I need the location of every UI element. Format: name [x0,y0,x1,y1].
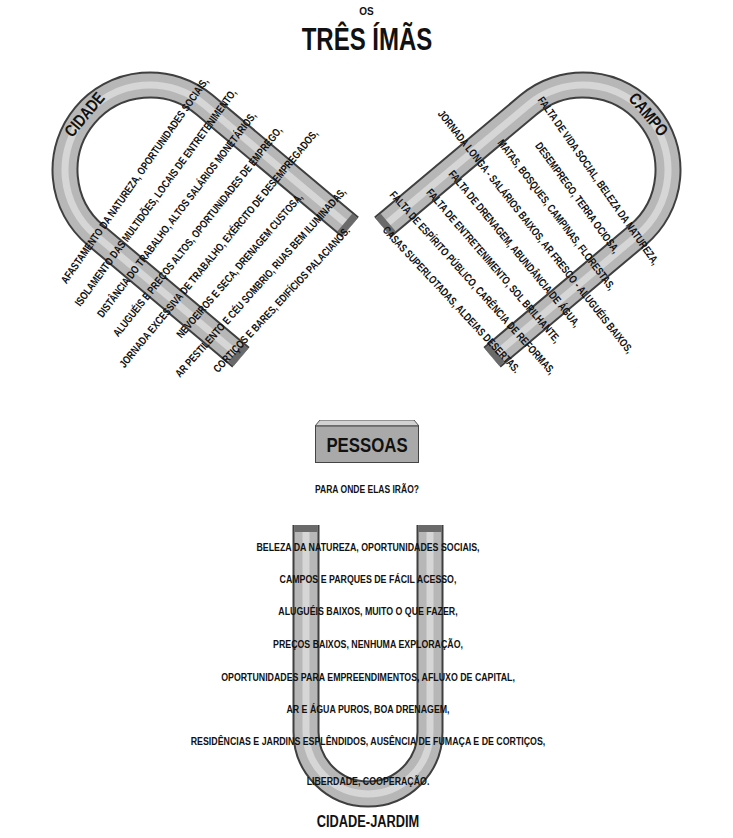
title: TRÊS ÍMÃS [301,23,432,57]
attribute-line: BELEZA DA NATUREZA, OPORTUNIDADES SOCIAI… [256,542,479,554]
people-label: PESSOAS [326,433,407,455]
people-top-face [315,420,419,426]
magnet-pole [295,525,318,532]
attribute-line: CAMPOS E PARQUES DE FÁCIL ACESSO, [280,574,457,586]
attribute-line: PREÇOS BAIXOS, NENHUMA EXPLORAÇÃO, [273,639,463,651]
attribute-line: FALTA DE ENTRETENIMENTO, SOL BRILHANTE, [424,187,562,345]
magnet-highlight [306,525,430,794]
attribute-line: ALUGUÉIS BAIXOS, MUITO O QUE FAZER, [278,606,457,618]
people-front-face [315,426,418,463]
magnet-highlight [383,50,703,357]
magnet-heading: CIDADE-JARDIM [317,814,419,831]
magnet-band [30,50,350,357]
attribute-line: RESIDÊNCIAS E JARDINS ESPLÊNDIDOS, AUSÊN… [191,736,545,748]
people-box: PESSOAS [315,420,419,463]
magnet-group [306,525,430,794]
question-label: PARA ONDE ELAS IRÃO? [315,485,419,496]
magnet-node: CAMPOFALTA DE VIDA SOCIAL, BELEZA DA NAT… [366,0,733,440]
magnet-outline [383,50,703,357]
magnet-group [383,50,703,357]
attribute-line: OPORTUNIDADES PARA EMPREENDIMENTOS, AFLU… [221,672,515,684]
magnet-node: CIDADEAFASTAMENTO DA NATUREZA, OPORTUNID… [0,0,367,440]
magnet-outline [30,50,350,357]
attribute-line: CASAS SUPERLOTADAS, ALDEIAS DESERTAS. [380,224,522,375]
magnet-pole [419,525,442,532]
magnet-node: BELEZA DA NATUREZA, OPORTUNIDADES SOCIAI… [130,500,603,836]
magnet-outline [306,525,430,794]
magnet-band [306,525,430,794]
magnet-highlight [30,50,350,357]
attribute-line: FALTA DE DRENAGEM, ABUNDÂNCIA DE ÁGUA, [446,169,582,330]
attribute-line: AR PESTILENTO E CÉU SOMBRIO, RUAS BEM IL… [173,186,348,380]
attribute-line: LIBERDADE, COOPERAÇÃO. [307,776,430,788]
magnet-band [383,50,703,357]
magnet-group [30,50,350,357]
attribute-line: CORTIÇOS E BARES, EDIFÍCIOS PALACIANOS. [212,225,353,375]
title-prefix: OS [359,7,373,18]
attribute-line: AR E ÁGUA PUROS, BOA DRENAGEM, [286,704,449,716]
